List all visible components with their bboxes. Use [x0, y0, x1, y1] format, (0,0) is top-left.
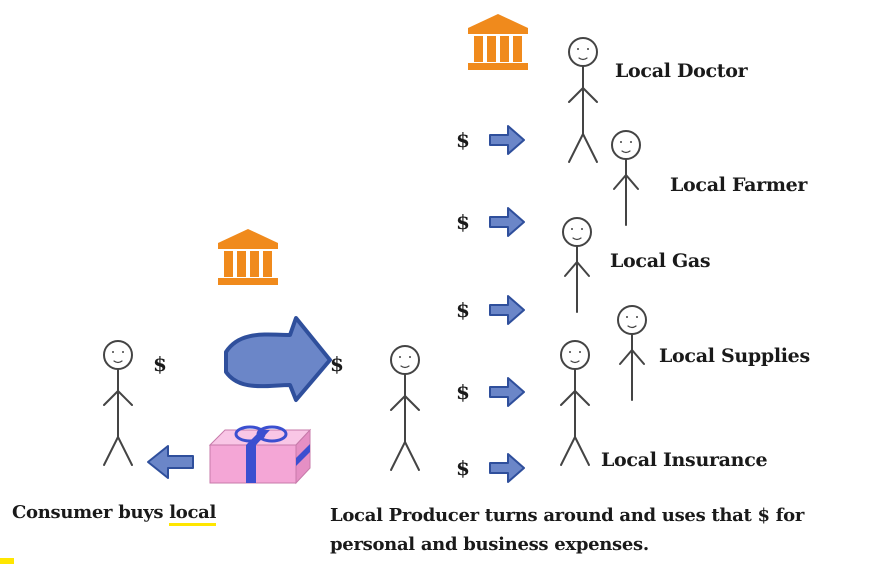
caption-producer-line1: Local Producer turns around and uses tha…	[330, 505, 805, 526]
label-local-gas: Local Gas	[610, 250, 711, 272]
label-local-farmer: Local Farmer	[670, 174, 808, 196]
gas-stick-figure-icon	[562, 217, 592, 313]
arrow-right-icon	[489, 125, 525, 155]
supplies-stick-figure-icon	[617, 305, 647, 401]
arrow-left-icon	[147, 445, 194, 479]
dollar-sign: $	[456, 210, 470, 234]
label-local-doctor: Local Doctor	[615, 60, 748, 82]
dollar-sign: $	[456, 298, 470, 322]
dollar-sign: $	[153, 352, 167, 376]
arrow-right-icon	[489, 453, 525, 483]
dollar-sign: $	[456, 128, 470, 152]
dollar-sign: $	[456, 380, 470, 404]
arrow-right-icon	[489, 207, 525, 237]
arrow-right-icon	[489, 295, 525, 325]
consumer-stick-figure-icon	[103, 340, 133, 466]
label-local-insurance: Local Insurance	[601, 449, 768, 471]
big-arrow-right-icon	[224, 316, 332, 402]
arrow-right-icon	[489, 377, 525, 407]
doctor-stick-figure-icon	[568, 37, 598, 163]
caption-consumer: Consumer buys local	[12, 502, 216, 526]
caption-producer-line2: personal and business expenses.	[330, 534, 649, 555]
label-local-supplies: Local Supplies	[659, 345, 810, 367]
caption-consumer-highlight: local	[169, 502, 216, 526]
farmer-stick-figure-icon	[611, 130, 641, 226]
caption-consumer-prefix: Consumer buys	[12, 502, 170, 523]
highlight-mark	[0, 558, 14, 564]
bank-icon	[218, 229, 278, 285]
bank-icon	[468, 14, 528, 70]
dollar-sign: $	[456, 456, 470, 480]
insurance-stick-figure-icon	[560, 340, 590, 466]
gift-box-icon	[208, 425, 312, 485]
producer-stick-figure-icon	[390, 345, 420, 471]
dollar-sign: $	[330, 352, 344, 376]
